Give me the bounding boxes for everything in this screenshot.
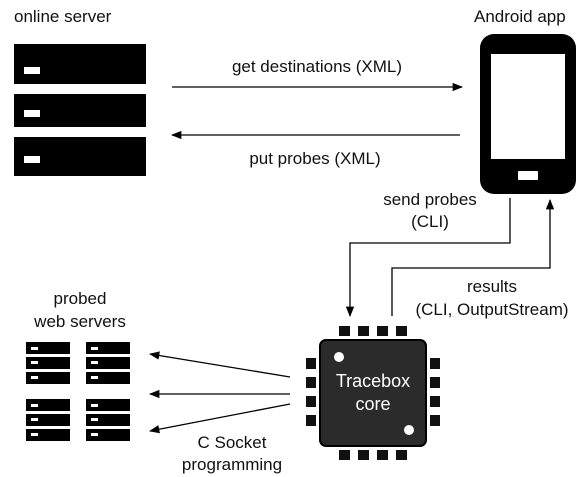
android-app-label: Android app [474,7,566,26]
probe-arrow [148,403,291,434]
microchip-icon [306,326,440,460]
get-destinations-label: get destinations (XML) [232,57,402,76]
web-server-icon [26,399,70,441]
put-probes-label: put probes (XML) [249,149,380,168]
results-label: results [467,277,517,296]
c-socket-label: C Socket [198,433,267,452]
send-probes-label: send probes [383,190,477,209]
web-servers-label: web servers [33,312,126,331]
web-server-icon [86,399,130,441]
programming-label: programming [182,455,282,474]
server-rack-icon [14,44,146,176]
chip-title: Tracebox [336,371,410,391]
results-stream-label: (CLI, OutputStream) [415,300,568,319]
web-server-icon [86,342,130,384]
chip-subtitle: core [355,394,390,414]
probe-arrow [148,351,291,378]
send-probes-arrow [345,198,511,318]
send-probes-cli-label: (CLI) [411,212,449,231]
web-server-icon [26,342,70,384]
probed-label: probed [54,289,107,308]
smartphone-icon [480,34,576,194]
results-arrow [391,198,555,316]
online-server-label: online server [14,7,112,26]
